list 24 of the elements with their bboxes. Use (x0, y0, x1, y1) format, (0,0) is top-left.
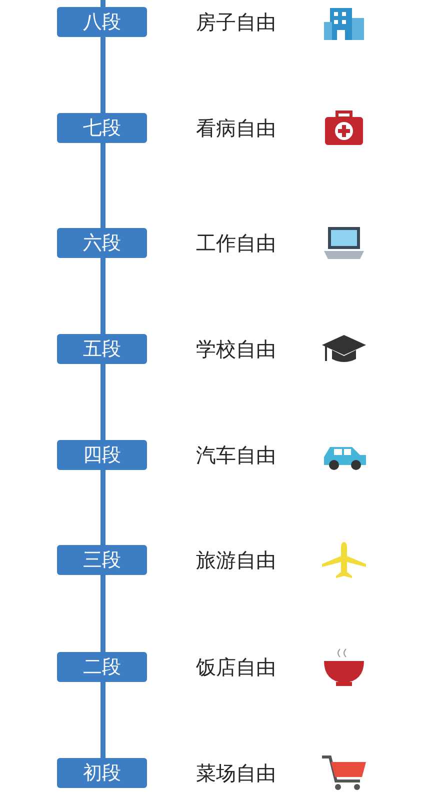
timeline-line (100, 470, 106, 545)
level-box: 二段 (57, 652, 147, 682)
level-box: 八段 (57, 7, 147, 37)
freedom-label: 工作自由 (196, 230, 276, 257)
timeline-line (100, 258, 106, 334)
freedom-label: 菜场自由 (196, 760, 276, 787)
level-box: 七段 (57, 113, 147, 143)
timeline-line (100, 143, 106, 228)
level-box: 五段 (57, 334, 147, 364)
freedom-label: 看病自由 (196, 115, 276, 142)
freedom-label: 房子自由 (196, 9, 276, 36)
level-box: 六段 (57, 228, 147, 258)
level-box: 初段 (57, 758, 147, 788)
level-box: 三段 (57, 545, 147, 575)
freedom-label: 学校自由 (196, 336, 276, 363)
freedom-label: 旅游自由 (196, 547, 276, 574)
freedom-label: 汽车自由 (196, 442, 276, 469)
timeline-line (100, 575, 106, 652)
timeline-line (100, 37, 106, 113)
timeline-line (100, 364, 106, 440)
level-box: 四段 (57, 440, 147, 470)
timeline-line (100, 0, 106, 7)
timeline-line (100, 682, 106, 758)
freedom-label: 饭店自由 (196, 654, 276, 681)
